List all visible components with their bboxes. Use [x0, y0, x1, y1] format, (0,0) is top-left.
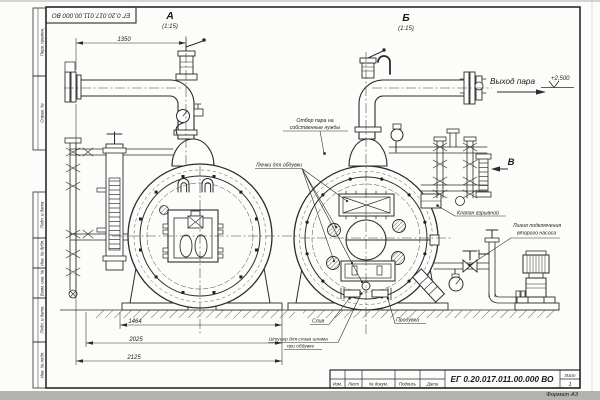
margin-label-inv-dubl: Инв. № дубл. [40, 240, 45, 266]
second-pump-label-line1: Линия подключения [512, 223, 561, 229]
dim-bottom-mid: 2025 [128, 337, 143, 343]
format-label: Формат А3 [546, 392, 578, 398]
safety-valve-right [359, 48, 391, 79]
view-b-scale: (1:15) [398, 26, 414, 32]
steam-dome-left [171, 138, 215, 167]
steam-dome-right [348, 138, 388, 167]
second-pump-label-line2: второго насоса [517, 231, 556, 237]
steam-outlet-label: Выход пара [490, 77, 535, 86]
boiler-front-view-b [287, 48, 492, 311]
elevation-label: +2,500 [551, 76, 570, 82]
feed-pressure-gauge [448, 268, 464, 292]
dim-top: 1350 [117, 37, 131, 43]
margin-label-inv-podl: Инв. № подл. [40, 352, 45, 379]
margin-label-perv-primen: Перв. примен. [40, 28, 45, 57]
margin-label-vzam-inv: Взам. инв. № [40, 269, 45, 296]
scan-edge-bottom [0, 391, 600, 400]
elevation-mark [541, 80, 574, 89]
title-col-rev: Изм. [333, 382, 342, 387]
title-block [329, 369, 581, 389]
dimension-lines [75, 38, 283, 365]
hatches-label: Лючки для обдувки [255, 163, 302, 169]
steam-pipe-flanges [64, 61, 82, 103]
door-bolts-left [139, 175, 258, 294]
dim-bottom-inner: 1464 [128, 319, 142, 325]
drain-label: Слив [312, 319, 325, 325]
pressure-gauge [175, 109, 190, 135]
riser-valve [193, 103, 204, 117]
margin-label-podp-data-1: Подп. и дата [40, 201, 45, 229]
safety-valve [175, 38, 206, 81]
bottom-hatch [340, 260, 396, 282]
leader-lines [255, 80, 574, 350]
feed-pump [514, 250, 560, 311]
stamp-number: ЕГ 0.20.017.011.00.000 ВО [52, 12, 131, 19]
own-needs-label-line2: собственные нужды [290, 125, 341, 131]
view-v-letter: В [508, 157, 515, 168]
view-b-letter: Б [402, 12, 410, 24]
lifting-hooks [177, 178, 190, 193]
centerlines [64, 36, 492, 336]
margin-label-podp-data-2: Подп. и дата [40, 306, 45, 334]
small-hatch [159, 205, 169, 215]
view-a-letter: А [165, 10, 174, 22]
siphon-loop [390, 123, 404, 153]
title-col-sign: Подпись [399, 382, 417, 387]
title-col-sheet: Лист [347, 382, 359, 387]
margin-columns [32, 7, 47, 389]
blowdown-label: Продувка [396, 318, 419, 324]
title-sheet-label: Лист [563, 373, 575, 378]
sludge-label-line2: при обдувке [287, 344, 314, 350]
top-hatch [338, 190, 395, 220]
view-a-scale: (1:15) [162, 24, 178, 30]
own-needs-label-line1: Отбор пара на [296, 118, 333, 124]
margin-label-sprav-no: Справ. № [40, 103, 45, 123]
dim-bottom-outer: 2125 [126, 355, 141, 361]
title-col-date: Дата [426, 382, 439, 387]
level-gauge-assembly-right [388, 128, 492, 206]
door-bolts-right [305, 177, 427, 299]
title-col-doc: № докум. [369, 382, 388, 387]
scan-edge-top [0, 0, 600, 2]
boiler-front-view-a [64, 38, 283, 311]
sludge-label-line1: Штуцер для слива шлама [269, 337, 328, 343]
blowoff-hatches [326, 219, 406, 270]
feed-line-and-pump [433, 229, 560, 311]
inclined-chute [411, 268, 446, 303]
title-sheet-value: 1 [568, 382, 571, 388]
explosion-valve-label: Клапан взрывной [457, 210, 499, 217]
ground-line [60, 309, 558, 318]
explosion-valve [420, 193, 442, 209]
title-number: ЕГ 0.20.017.011.00.000 ВО [451, 374, 555, 384]
paper [0, 2, 600, 391]
level-gauge-assembly-left [64, 131, 174, 299]
feed-valve [462, 250, 478, 273]
